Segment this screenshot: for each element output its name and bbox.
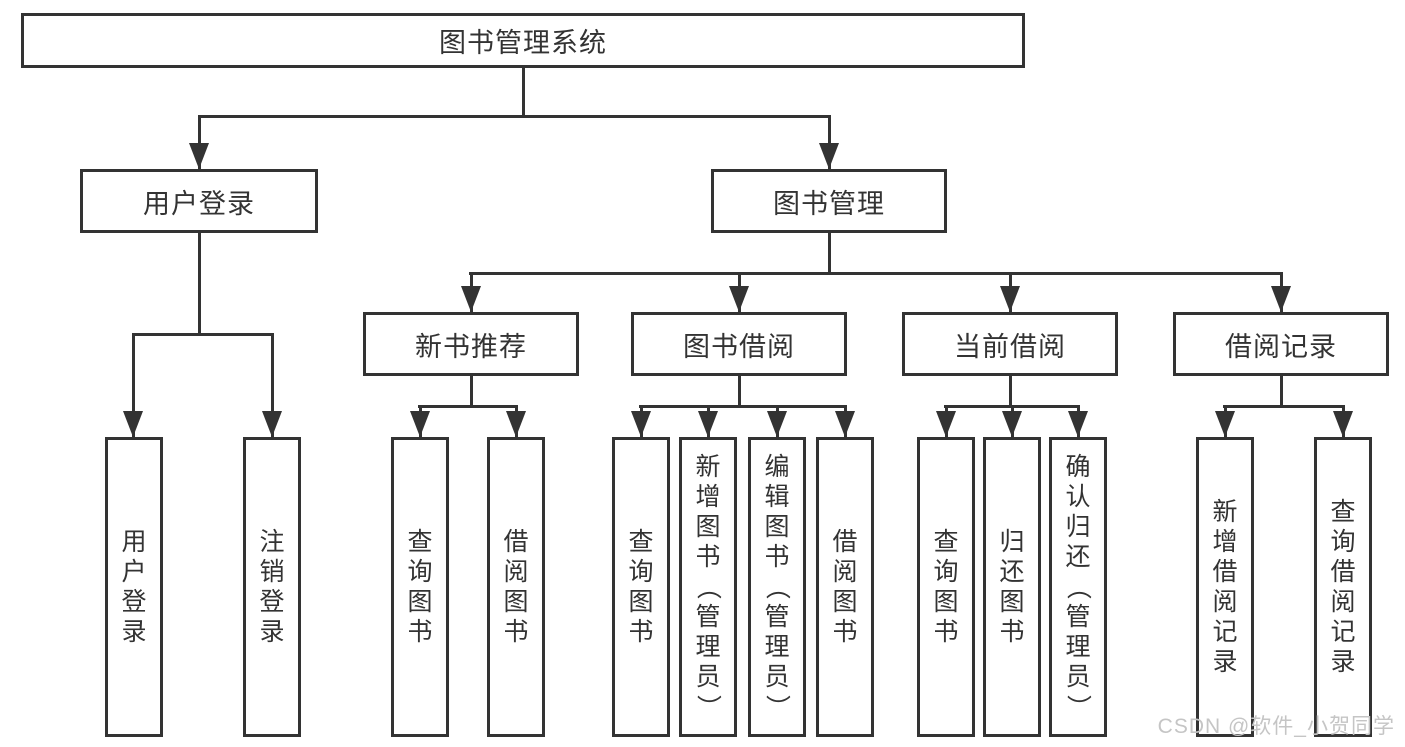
connector-line [198, 115, 201, 169]
arrow-down-icon [262, 411, 282, 437]
leaf-query-books-2: 查询图书 [612, 437, 670, 737]
arrow-down-icon [189, 143, 209, 169]
arrow-down-icon [767, 411, 787, 437]
arrow-down-icon [1333, 411, 1353, 437]
connector-line [418, 405, 518, 408]
node-library-management-system: 图书管理系统 [21, 13, 1025, 68]
connector-line [738, 376, 741, 407]
arrow-down-icon [1271, 286, 1291, 312]
leaf-return-books: 归还图书 [983, 437, 1041, 737]
arrow-down-icon [936, 411, 956, 437]
leaf-borrow-books-1: 借阅图书 [487, 437, 545, 737]
connector-line [470, 376, 473, 407]
leaf-borrow-books-2: 借阅图书 [816, 437, 874, 737]
connector-line [198, 233, 201, 336]
connector-line [828, 115, 831, 169]
connector-line [1223, 405, 1345, 408]
arrow-down-icon [410, 411, 430, 437]
connector-line [132, 333, 135, 437]
connector-line [469, 272, 1283, 275]
node-current-borrow: 当前借阅 [902, 312, 1118, 376]
node-book-borrow: 图书借阅 [631, 312, 847, 376]
connector-line [639, 405, 846, 408]
arrow-down-icon [631, 411, 651, 437]
arrow-down-icon [729, 286, 749, 312]
arrow-down-icon [1215, 411, 1235, 437]
arrow-down-icon [1002, 411, 1022, 437]
arrow-down-icon [835, 411, 855, 437]
leaf-query-books-3: 查询图书 [917, 437, 975, 737]
arrow-down-icon [461, 286, 481, 312]
connector-line [1009, 376, 1012, 407]
arrow-down-icon [123, 411, 143, 437]
node-borrow-records: 借阅记录 [1173, 312, 1389, 376]
connector-line [828, 233, 831, 275]
connector-line [522, 68, 525, 117]
connector-line [198, 115, 831, 118]
node-user-login-branch: 用户登录 [80, 169, 318, 233]
arrow-down-icon [698, 411, 718, 437]
leaf-add-books-admin: 新增图书（管理员） [679, 437, 737, 737]
leaf-confirm-return-admin: 确认归还（管理员） [1049, 437, 1107, 737]
arrow-down-icon [1000, 286, 1020, 312]
connector-line [1280, 376, 1283, 407]
leaf-user-login: 用户登录 [105, 437, 163, 737]
csdn-watermark: CSDN @软件_小贺同学 [1157, 715, 1395, 738]
leaf-query-borrow-record: 查询借阅记录 [1314, 437, 1372, 737]
node-book-management-branch: 图书管理 [711, 169, 947, 233]
arrow-down-icon [506, 411, 526, 437]
connector-line [271, 333, 274, 437]
leaf-query-books-1: 查询图书 [391, 437, 449, 737]
leaf-logout: 注销登录 [243, 437, 301, 737]
leaf-add-borrow-record: 新增借阅记录 [1196, 437, 1254, 737]
leaf-edit-books-admin: 编辑图书（管理员） [748, 437, 806, 737]
arrow-down-icon [1068, 411, 1088, 437]
node-new-book-recommend: 新书推荐 [363, 312, 579, 376]
connector-line [132, 333, 274, 336]
arrow-down-icon [819, 143, 839, 169]
